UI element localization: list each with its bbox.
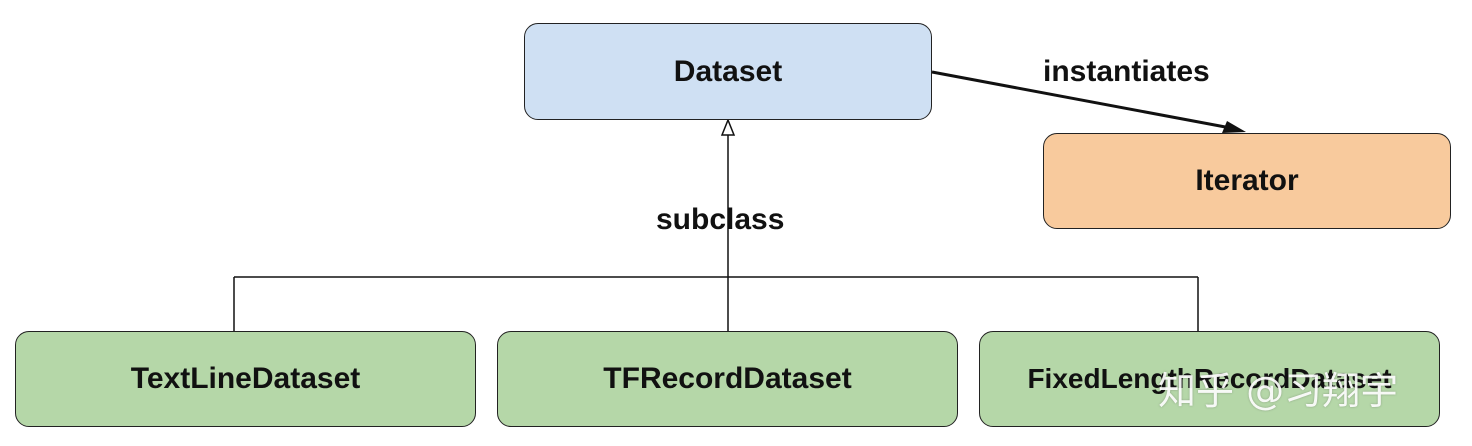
iterator-node: Iterator — [1043, 133, 1451, 229]
tfrecord-dataset-node: TFRecordDataset — [497, 331, 958, 427]
instantiates-arrowhead — [1222, 121, 1246, 133]
subclass-hollow-arrowhead — [720, 117, 736, 136]
instantiates-label: instantiates — [1043, 55, 1210, 88]
textline-dataset-node-label: TextLineDataset — [130, 362, 361, 395]
dataset-node: Dataset — [524, 23, 932, 120]
fixedlength-dataset-node-label: FixedLengthRecordDataset — [1027, 363, 1392, 394]
instantiates-arrow-line — [931, 70, 1237, 131]
fixedlength-dataset-node: FixedLengthRecordDataset — [979, 331, 1440, 427]
iterator-node-label: Iterator — [1195, 164, 1299, 197]
textline-dataset-node: TextLineDataset — [15, 331, 476, 427]
subclass-label: subclass — [656, 203, 785, 236]
tfrecord-dataset-node-label: TFRecordDataset — [603, 362, 852, 395]
watermark-text: 知乎 @习翔宇 — [1158, 369, 1399, 413]
dataset-node-label: Dataset — [673, 54, 783, 88]
